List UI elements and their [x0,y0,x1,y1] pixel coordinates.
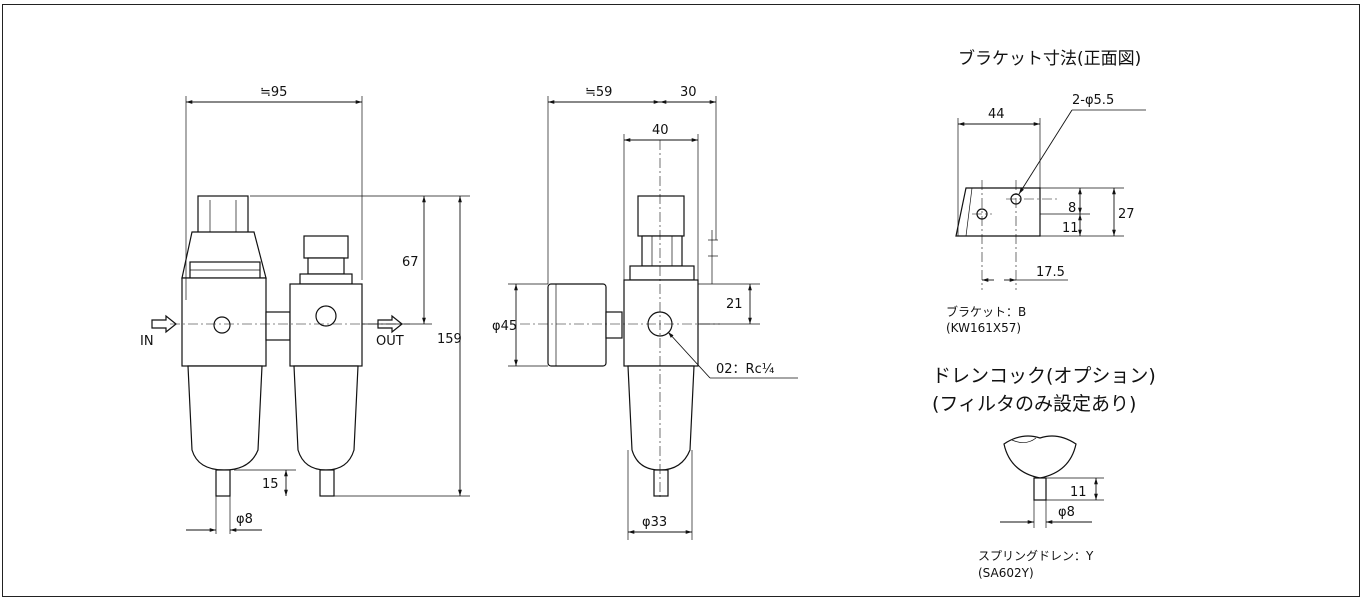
filter-bowl-left [187,365,263,471]
bracket-dim-8: 8 [1068,201,1076,216]
bowl-dia-33: φ33 [642,515,667,530]
side-knob [637,195,685,237]
front-height-159: 159 [437,332,462,347]
side-bowl [627,365,695,471]
bracket-name: ブラケット：B [946,304,1026,319]
drain-dia-8: φ8 [1058,505,1075,520]
gauge-port [213,316,231,334]
drain-dia-8: φ8 [236,512,253,527]
drain-height-15: 15 [262,477,279,492]
drain-height-11: 11 [1070,485,1087,500]
drain-left [215,469,231,497]
drain-right [319,469,335,497]
in-label: IN [140,334,154,349]
side-depth-59: ≒59 [585,85,612,100]
side-view: ≒59 30 40 φ45 21 02：Rc¼ φ3 [492,85,798,540]
front-view: IN OUT ≒95 67 159 15 [140,85,470,534]
modular-connector [265,311,291,341]
side-width-40: 40 [652,123,669,138]
bracket-title: ブラケット寸法(正面図) [958,48,1141,69]
drain-title-2: (フィルタのみ設定あり) [932,393,1136,415]
out-label: OUT [376,334,404,349]
sheet-border [2,4,1360,597]
bracket-plate [955,187,1041,237]
drain-code: (SA602Y) [978,566,1034,580]
port-height-21: 21 [726,297,743,312]
bracket-width-44: 44 [988,107,1005,122]
drain-detail: ドレンコック(オプション) (フィルタのみ設定あり) 11 φ8 スプリングドレ… [932,365,1156,580]
sight-dome [315,305,337,327]
front-width-label: ≒95 [260,85,287,100]
drain-stem [1033,477,1047,501]
bracket-dim-27: 27 [1118,207,1135,222]
front-height-67: 67 [402,255,419,270]
side-offset-30: 30 [680,85,697,100]
pressure-gauge [547,283,607,367]
drain-title-1: ドレンコック(オプション) [932,365,1156,387]
in-arrow-icon [151,314,177,334]
port-spec-label: 02：Rc¼ [716,362,775,377]
lubricator-bowl [293,365,359,471]
bracket-detail: ブラケット寸法(正面図) 44 2-φ5.5 8 [946,48,1146,335]
bracket-dim-17-5: 17.5 [1036,265,1065,280]
bracket-dim-11: 11 [1062,221,1079,236]
bracket-code: (KW161X57) [946,321,1021,335]
drain-knob [1003,435,1077,479]
bracket-hole-spec: 2-φ5.5 [1072,93,1114,108]
lubricator-cap [303,235,349,259]
drain-name: スプリングドレン：Y [978,549,1094,563]
gauge-dia-45: φ45 [492,319,517,334]
side-drain [653,469,669,497]
